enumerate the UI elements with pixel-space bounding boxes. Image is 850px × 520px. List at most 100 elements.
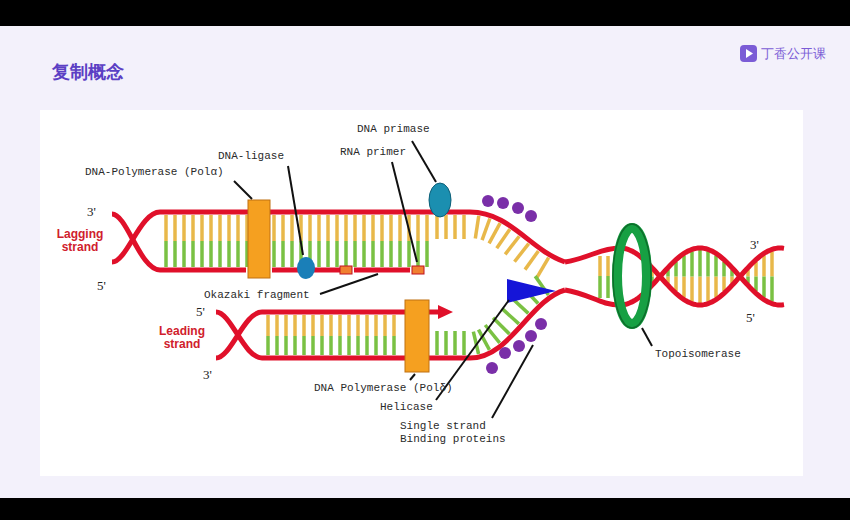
- strand-end-label: 5': [746, 311, 755, 324]
- base-pair: [525, 251, 538, 270]
- base-pair: [326, 241, 330, 267]
- base-pair: [475, 216, 478, 239]
- base-pair: [302, 336, 306, 355]
- rna-primer: [340, 266, 352, 274]
- base-pair: [537, 258, 549, 278]
- base-pair: [335, 241, 339, 267]
- base-pair: [209, 215, 213, 241]
- base-pair: [770, 277, 774, 302]
- base-pair: [200, 241, 204, 267]
- dna-primase: [429, 183, 451, 217]
- base-pair: [374, 315, 378, 336]
- leading-arrowhead: [438, 305, 453, 319]
- parental-strand: [565, 248, 784, 305]
- base-pair: [356, 336, 360, 355]
- base-pair: [598, 276, 602, 298]
- base-pair: [164, 215, 168, 241]
- part-label: RNA primer: [340, 146, 406, 159]
- base-pair: [462, 331, 466, 355]
- base-pair: [293, 315, 297, 336]
- proteins: [248, 183, 651, 374]
- base-pair: [281, 215, 285, 241]
- logo-icon: [740, 45, 757, 62]
- base-pair: [606, 256, 610, 276]
- rna-primer: [412, 266, 424, 274]
- leader-line: [412, 141, 436, 182]
- base-pair: [698, 277, 702, 304]
- base-pair: [209, 241, 213, 267]
- base-pair: [266, 315, 270, 336]
- part-label: DNA Polymerase (Polδ): [314, 382, 453, 395]
- base-pair: [762, 277, 766, 298]
- base-pair: [392, 336, 396, 355]
- slide-title: 复制概念: [52, 60, 124, 84]
- base-pair: [505, 236, 519, 254]
- base-pair: [338, 336, 342, 355]
- base-pair: [416, 241, 420, 267]
- base-pair: [347, 336, 351, 355]
- base-pair: [598, 256, 602, 276]
- base-pair: [389, 241, 393, 267]
- logo-text: 丁香公开课: [761, 46, 826, 62]
- base-pair: [317, 215, 321, 241]
- base-pair: [444, 215, 448, 239]
- strand-end-label: 5': [196, 305, 205, 318]
- base-pair: [493, 318, 509, 334]
- base-pair: [320, 336, 324, 355]
- base-pair: [515, 244, 529, 262]
- base-pair: [272, 241, 276, 267]
- base-pair: [453, 215, 457, 239]
- base-pair: [344, 215, 348, 241]
- base-pair: [335, 215, 339, 241]
- base-pair: [272, 215, 276, 241]
- strand-end-label: 3': [203, 368, 212, 381]
- base-pair: [311, 336, 315, 355]
- base-pair: [502, 308, 519, 323]
- parental-strand: [565, 248, 784, 305]
- base-pair: [407, 241, 411, 267]
- base-pair: [416, 215, 420, 241]
- base-pair: [164, 241, 168, 267]
- base-pair: [227, 241, 231, 267]
- okazaki-fragment: [354, 268, 410, 273]
- base-pair: [682, 255, 686, 276]
- base-pair: [380, 241, 384, 267]
- base-pair: [362, 241, 366, 267]
- part-label: Single strand Binding proteins: [400, 420, 514, 446]
- strand-end-label: 3': [87, 205, 96, 218]
- base-pair: [191, 215, 195, 241]
- base-pair: [392, 315, 396, 336]
- polymerase-delta: [405, 300, 429, 372]
- ssb-protein: [497, 197, 509, 209]
- lagging-template-strand: [112, 212, 565, 262]
- topoisomerase-ring: [617, 228, 647, 324]
- ssb-protein: [499, 347, 511, 359]
- base-pair: [453, 331, 457, 355]
- strand-end-label: 5': [97, 279, 106, 292]
- base-pair: [374, 336, 378, 355]
- base-pair: [284, 336, 288, 355]
- base-pair: [706, 277, 710, 302]
- base-pair: [329, 315, 333, 336]
- base-pair: [311, 315, 315, 336]
- base-pair: [173, 215, 177, 241]
- base-pair: [714, 255, 718, 276]
- base-pair: [682, 277, 686, 298]
- base-pair: [182, 215, 186, 241]
- base-pair: [489, 223, 500, 243]
- base-pair: [293, 336, 297, 355]
- leader-line: [410, 374, 415, 380]
- base-pair: [329, 336, 333, 355]
- base-pair: [690, 251, 694, 276]
- base-pair: [173, 241, 177, 267]
- ssb-protein: [482, 195, 494, 207]
- leader-lines: [234, 141, 652, 418]
- base-pair: [462, 215, 466, 239]
- helicase: [507, 279, 556, 303]
- base-pair: [266, 336, 270, 355]
- leader-line: [492, 345, 533, 418]
- ssb-protein: [512, 202, 524, 214]
- base-pair: [485, 325, 499, 343]
- base-pair: [281, 241, 285, 267]
- part-label: Okazaki fragment: [204, 289, 310, 302]
